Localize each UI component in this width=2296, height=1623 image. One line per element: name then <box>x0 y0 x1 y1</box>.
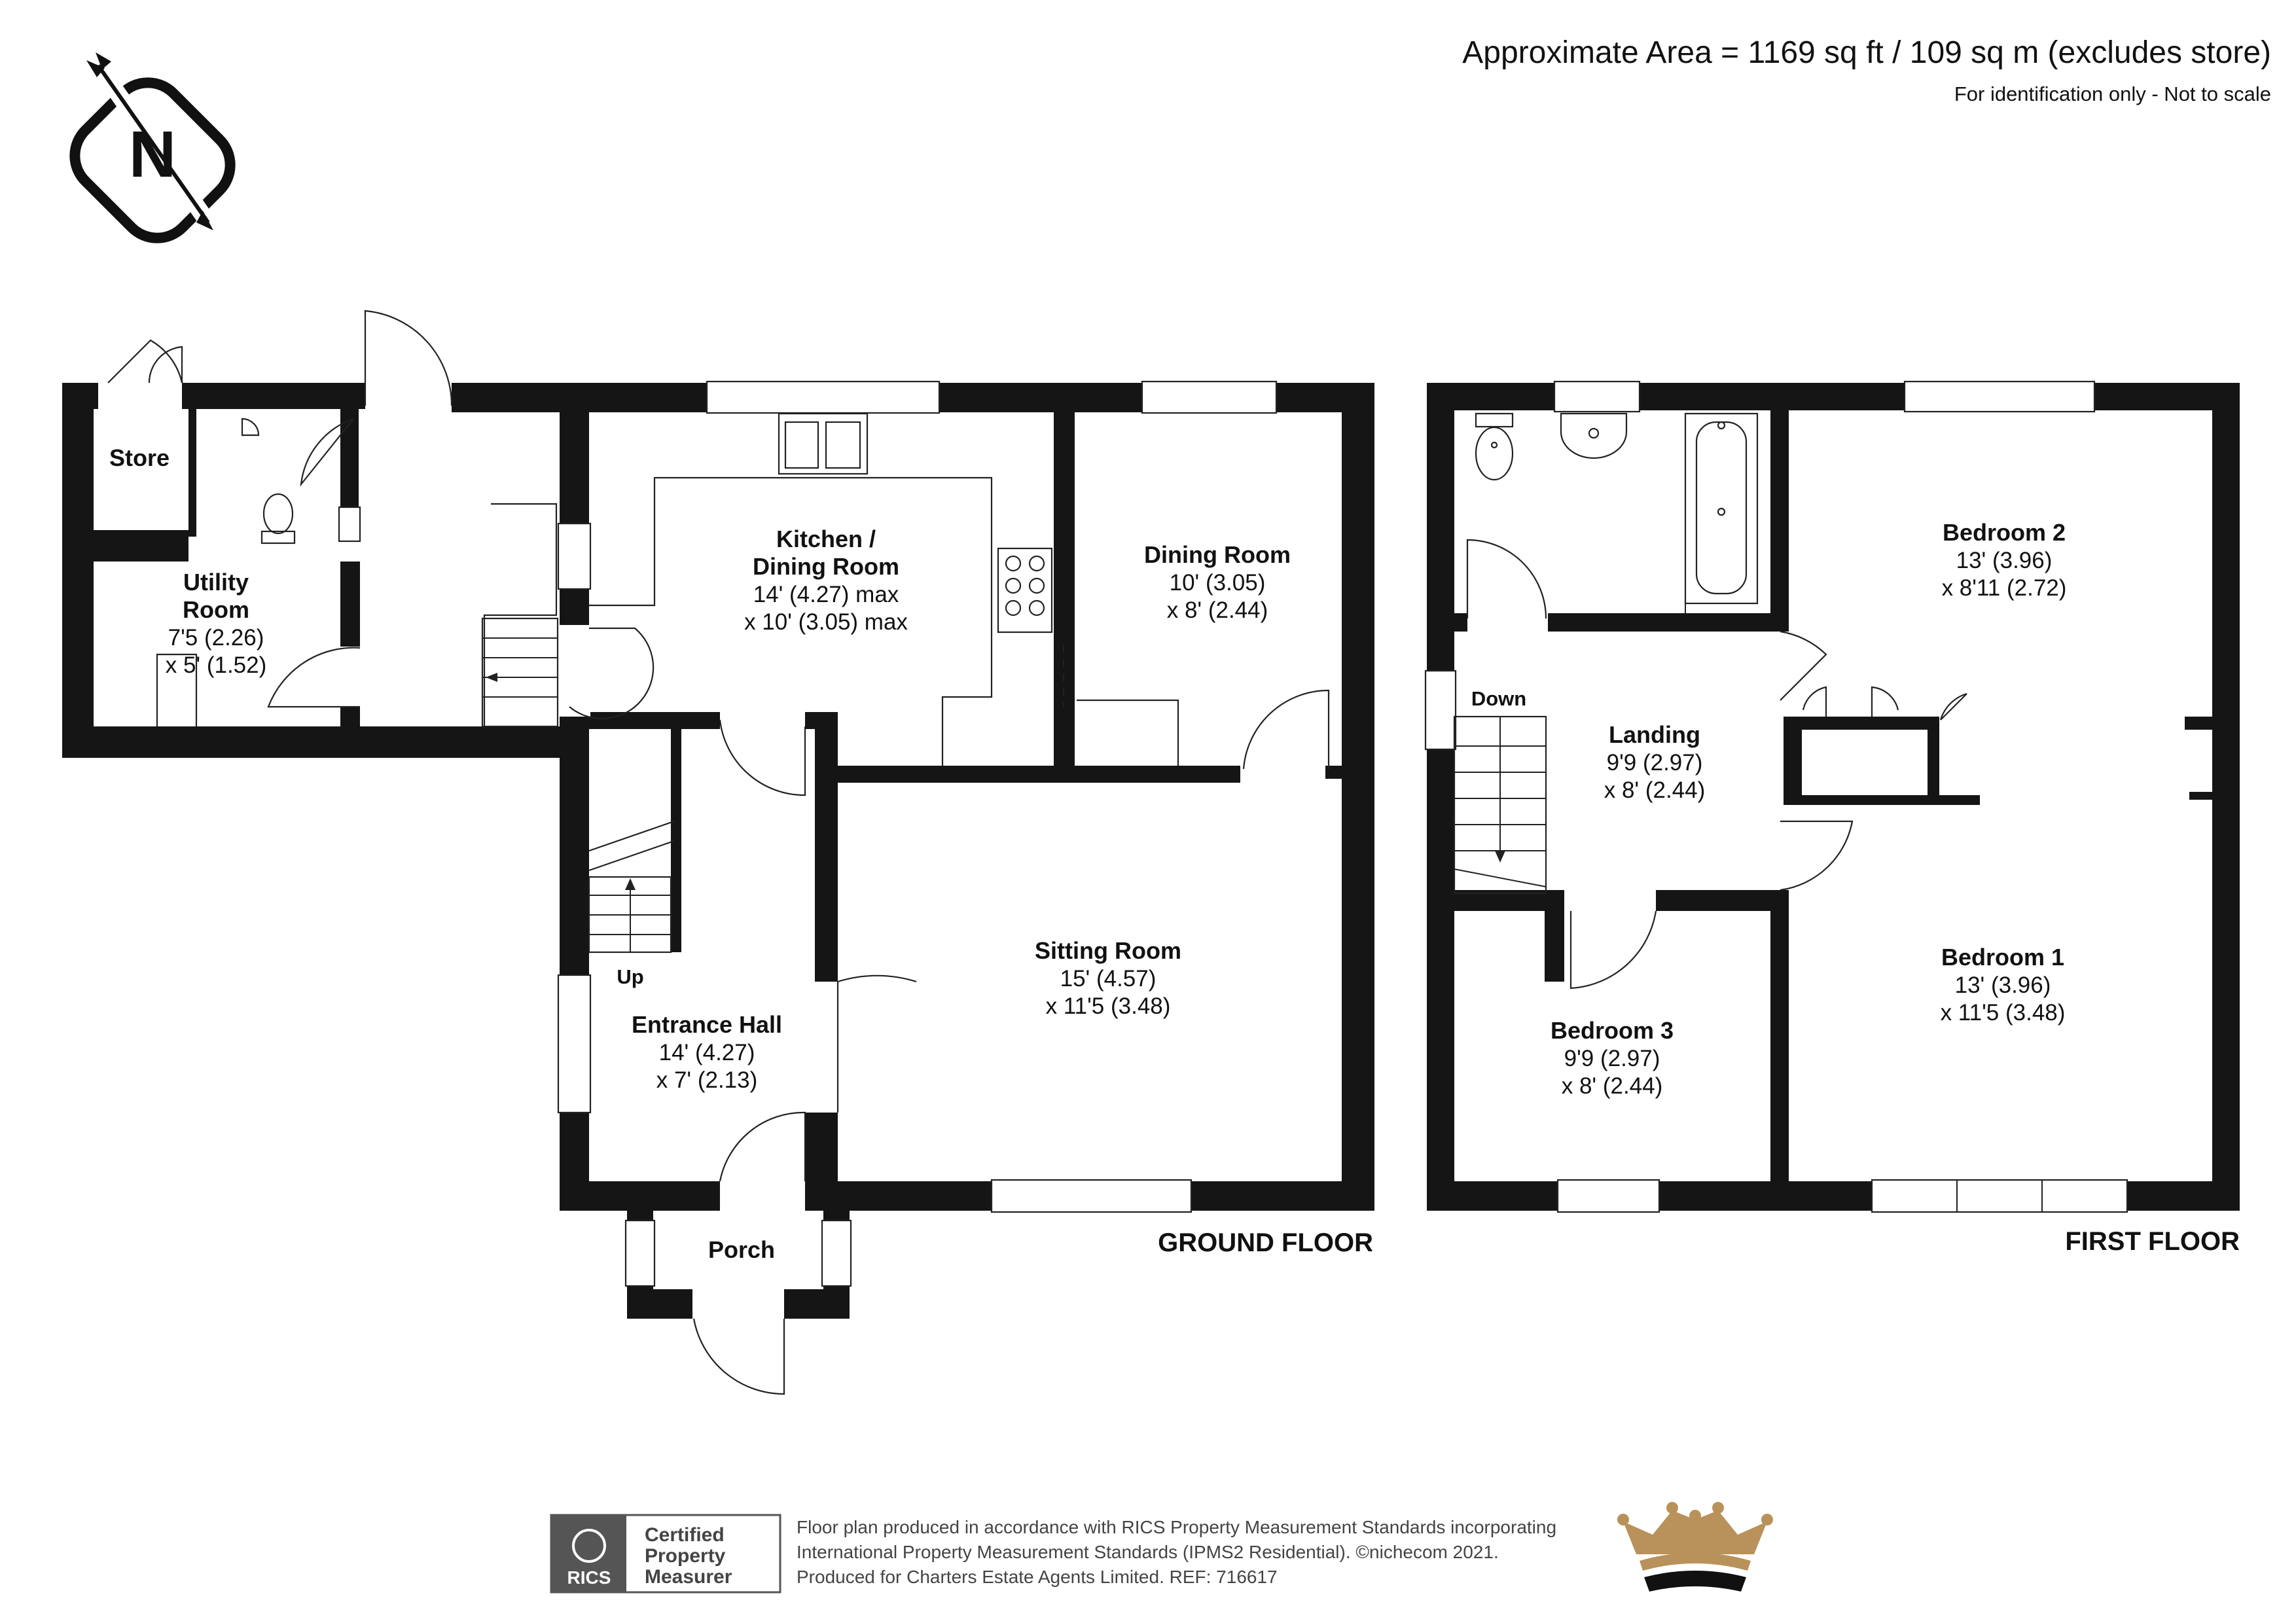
entrance-hall-dim-2: x 7' (2.13) <box>656 1067 758 1093</box>
first-floor-label: FIRST FLOOR <box>2065 1227 2240 1256</box>
utility-room-name-2: Room <box>183 596 249 623</box>
first-floor-plan: Bedroom 2 13' (3.96) x 8'11 (2.72) Down … <box>1424 380 2240 1256</box>
sitting-room-dim-1: 15' (4.57) <box>1060 966 1157 991</box>
ground-floor-label: GROUND FLOOR <box>1158 1228 1373 1257</box>
north-arrow-icon: N <box>69 52 236 243</box>
crown-logo-icon <box>1617 1502 1773 1592</box>
sitting-room-name: Sitting Room <box>1035 937 1181 964</box>
stairs-up-label: Up <box>617 965 643 988</box>
stairs-down-label: Down <box>1471 687 1526 710</box>
entrance-hall-dim-1: 14' (4.27) <box>659 1040 755 1065</box>
rics-lion-icon <box>572 1529 606 1563</box>
bedroom-3-dim-2: x 8' (2.44) <box>1562 1073 1663 1099</box>
landing-name: Landing <box>1609 721 1700 748</box>
footer-line-2: International Property Measurement Stand… <box>797 1542 1499 1562</box>
identification-note: For identification only - Not to scale <box>1954 82 2271 105</box>
porch-label: Porch <box>708 1236 775 1263</box>
dining-room-name: Dining Room <box>1144 541 1291 568</box>
bedroom-2-dim-1: 13' (3.96) <box>1956 548 2053 573</box>
rics-badge-text: RICS <box>567 1567 611 1588</box>
bedroom-1-name: Bedroom 1 <box>1941 944 2064 971</box>
dining-room-dim-2: x 8' (2.44) <box>1167 597 1268 623</box>
footer-line-1: Floor plan produced in accordance with R… <box>797 1517 1556 1537</box>
bedroom-1-dim-1: 13' (3.96) <box>1955 972 2051 998</box>
rics-line-3: Measurer <box>645 1566 732 1588</box>
compass-letter: N <box>129 118 176 191</box>
utility-room-name-1: Utility <box>183 569 249 596</box>
utility-room-dim-2: x 5' (1.52) <box>166 652 267 678</box>
bedroom-3-name: Bedroom 3 <box>1551 1017 1674 1044</box>
entrance-hall-name: Entrance Hall <box>632 1011 782 1038</box>
approximate-area: Approximate Area = 1169 sq ft / 109 sq m… <box>1462 35 2271 70</box>
bedroom-2-name: Bedroom 2 <box>1943 519 2066 546</box>
kitchen-name-2: Dining Room <box>753 553 899 580</box>
kitchen-dim-1: 14' (4.27) max <box>753 582 899 607</box>
dining-room-dim-1: 10' (3.05) <box>1170 570 1266 596</box>
kitchen-name-1: Kitchen / <box>776 526 876 552</box>
rics-badge: RICS Certified Property Measurer <box>550 1514 781 1594</box>
ground-floor-plan: Store Utility Room 7'5 (2.26) x 5' (1.52… <box>62 310 1374 1395</box>
footer-line-3: Produced for Charters Estate Agents Limi… <box>797 1567 1278 1587</box>
utility-room-dim-1: 7'5 (2.26) <box>168 625 264 651</box>
kitchen-dim-2: x 10' (3.05) max <box>744 609 908 635</box>
landing-dim-1: 9'9 (2.97) <box>1607 750 1703 776</box>
bedroom-1-dim-2: x 11'5 (3.48) <box>1941 1000 2066 1026</box>
bedroom-3-dim-1: 9'9 (2.97) <box>1564 1046 1660 1071</box>
store-label: Store <box>109 444 170 471</box>
rics-line-2: Property <box>645 1545 726 1567</box>
landing-dim-2: x 8' (2.44) <box>1604 777 1706 803</box>
rics-line-1: Certified <box>645 1524 725 1546</box>
bedroom-2-dim-2: x 8'11 (2.72) <box>1942 575 2067 601</box>
sitting-room-dim-2: x 11'5 (3.48) <box>1046 993 1171 1019</box>
